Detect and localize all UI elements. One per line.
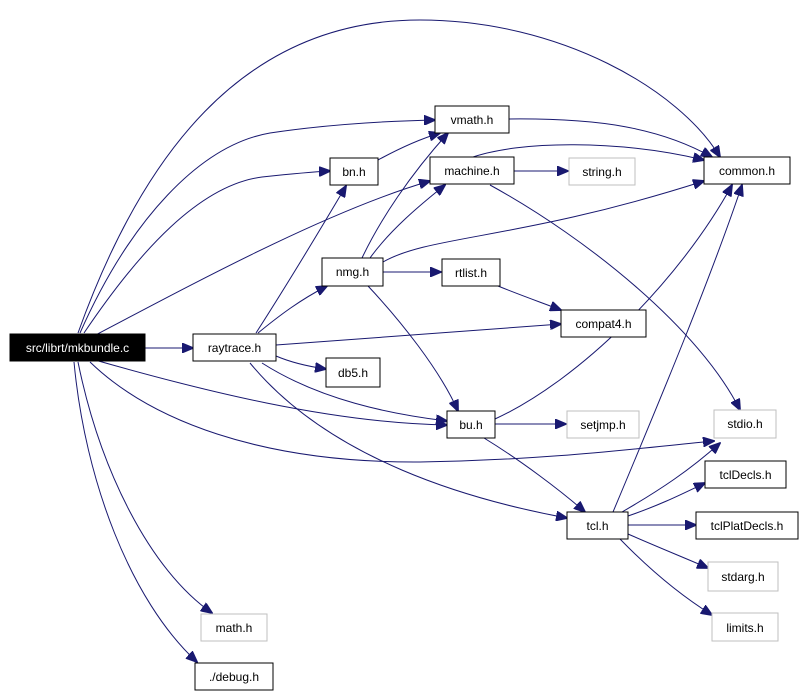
edge-raytrace-db5 [275,355,326,369]
node-math-label: math.h [216,621,253,635]
node-stdarg-label: stdarg.h [721,570,764,584]
node-string-label: string.h [582,165,621,179]
edge-tcl-stdarg [627,533,708,568]
node-tclplatdecls[interactable]: tclPlatDecls.h [695,511,799,540]
edge-mkbundle-vmath [79,120,435,334]
node-debug[interactable]: ./debug.h [194,662,274,691]
node-tcldecls[interactable]: tclDecls.h [704,460,787,489]
edge-machine-common [469,144,704,160]
node-vmath[interactable]: vmath.h [434,105,510,134]
node-machine[interactable]: machine.h [429,156,515,185]
node-bu[interactable]: bu.h [446,410,496,439]
node-nmg[interactable]: nmg.h [321,257,384,287]
edge-mkbundle-bu [94,359,447,425]
edge-tcl-stdio [621,443,720,513]
node-bn-label: bn.h [342,165,365,179]
node-debug-label: ./debug.h [209,670,259,684]
node-rtlist[interactable]: rtlist.h [441,258,501,287]
edge-vmath-common [508,118,712,157]
edge-nmg-machine [369,185,445,259]
edge-raytrace-tcl [249,362,567,518]
edge-tcl-tcldecls [627,483,705,517]
node-math[interactable]: math.h [200,613,268,642]
edge-bu-common [494,185,732,420]
node-mkbundle-label: src/librt/mkbundle.c [26,341,129,355]
edge-bu-tcl [483,437,585,512]
node-bu-label: bu.h [459,418,482,432]
node-raytrace[interactable]: raytrace.h [192,333,277,362]
node-machine-label: machine.h [444,164,499,178]
node-vmath-label: vmath.h [451,113,494,127]
edge-mkbundle-debug [73,361,197,662]
edge-mkbundle-machine [89,181,430,339]
node-nmg-label: nmg.h [336,265,369,279]
node-db5-label: db5.h [338,366,368,380]
edge-tcl-common [612,185,742,513]
node-limits[interactable]: limits.h [711,612,779,642]
edge-mkbundle-math [77,361,212,613]
edge-nmg-vmath [361,133,448,259]
node-limits-label: limits.h [726,621,763,635]
edge-nmg-bu [367,285,458,411]
edge-raytrace-bn [255,186,346,334]
edge-raytrace-compat4 [275,324,561,346]
edge-mkbundle-common [77,19,720,334]
node-db5[interactable]: db5.h [325,357,381,388]
node-raytrace-label: raytrace.h [208,341,261,355]
node-rtlist-label: rtlist.h [455,266,487,280]
node-setjmp-label: setjmp.h [580,418,625,432]
edges [73,19,742,662]
node-string[interactable]: string.h [568,157,636,186]
node-bn[interactable]: bn.h [329,157,379,186]
node-tcl[interactable]: tcl.h [566,511,629,540]
edge-nmg-common [382,181,704,263]
node-tclplatdecls-label: tclPlatDecls.h [711,519,784,533]
nodes: src/librt/mkbundle.c vmath.h common.h bn… [9,105,799,691]
edge-raytrace-nmg [257,286,327,334]
node-setjmp[interactable]: setjmp.h [566,410,640,439]
node-tcl-label: tcl.h [586,519,608,533]
edge-mkbundle-stdio [89,361,714,463]
edge-mkbundle-bn [83,171,330,334]
node-stdio[interactable]: stdio.h [713,409,777,439]
node-stdarg[interactable]: stdarg.h [707,561,779,592]
edge-bn-vmath [377,133,440,161]
edge-machine-stdio [489,184,740,410]
node-common[interactable]: common.h [703,156,791,185]
node-compat4-label: compat4.h [575,317,631,331]
edge-rtlist-compat4 [497,285,561,310]
node-compat4[interactable]: compat4.h [560,309,647,338]
node-common-label: common.h [719,164,775,178]
node-mkbundle[interactable]: src/librt/mkbundle.c [9,333,146,362]
node-tcldecls-label: tclDecls.h [719,468,771,482]
node-stdio-label: stdio.h [727,417,762,431]
edge-tcl-limits [619,538,712,615]
edge-raytrace-bu [261,362,447,421]
